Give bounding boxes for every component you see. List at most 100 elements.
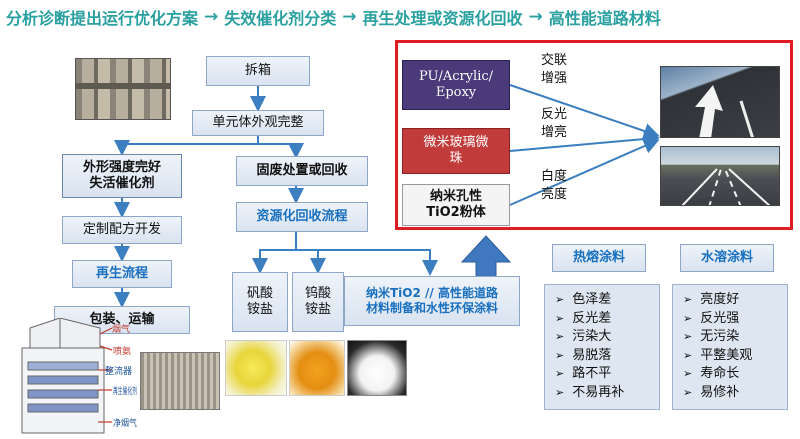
tio2-powder-photo [347, 340, 407, 396]
list-item-text: 色泽差 [572, 292, 612, 307]
title-arrow-icon: → [204, 7, 219, 27]
resource-recovery-label: 资源化回收流程 [256, 208, 348, 224]
regen-process-label: 再生流程 [95, 265, 148, 281]
list-item: ➢易修补 [683, 384, 777, 403]
arrow-tio2-to-road [509, 138, 660, 206]
scr-reactor-diagram: 烟气 喷氨 整流器 再生催化剂 净烟气 [21, 318, 137, 434]
unit-check-label: 单元体外观完整 [212, 114, 304, 130]
custom-formula-box: 定制配方开发 [62, 216, 182, 244]
check-arrow-icon: ➢ [683, 311, 693, 325]
list-item-text: 反光强 [700, 310, 740, 326]
list-item-text: 无污染 [700, 329, 740, 344]
arrow-pu-to-road [509, 84, 660, 139]
list-item: ➢ 亮度好 [683, 291, 777, 310]
intact-line2: 失活催化剂 [89, 176, 155, 191]
check-arrow-icon: ➢ [555, 348, 565, 362]
check-arrow-icon: ➢ [555, 385, 565, 399]
vanadate-line2: 铵盐 [246, 302, 273, 317]
arrow-resource-to-vanadate [252, 232, 297, 274]
tio2-line2: TiO2粉体 [426, 205, 486, 220]
intact-catalyst-box: 外形强度完好 失活催化剂 [62, 154, 182, 198]
check-arrow-icon: ➢ [555, 293, 565, 306]
hot-melt-header: 热熔涂料 [552, 244, 646, 272]
unit-check-box: 单元体外观完整 [192, 110, 324, 136]
vanadate-powder-photo [225, 340, 287, 396]
custom-formula-label: 定制配方开发 [82, 221, 161, 237]
arrow-glass-to-road [509, 131, 660, 152]
title-arrow-icon: → [528, 7, 543, 27]
pack-transport-label: 包装、运输 [89, 311, 155, 327]
vanadate-line1: 矾酸 [246, 285, 273, 301]
arrow-unit-to-intact [114, 134, 259, 156]
label-clean-flue: 净烟气 [113, 417, 137, 429]
check-arrow-icon: ➢ [555, 311, 565, 325]
highway-lanes-icon [681, 168, 771, 205]
tungstate-powder-photo [289, 340, 345, 396]
list-item-text: 寿命长 [700, 366, 740, 381]
list-item: ➢ 无污染 [683, 328, 777, 347]
tungstate-line2: 铵盐 [304, 302, 331, 317]
process-title: 分析诊断提出运行优化方案 → 失效催化剂分类 → 再生处理或资源化回收 → 高性… [6, 4, 798, 30]
ammonium-tungstate-box: 钨酸 铵盐 [292, 272, 344, 332]
nano-tio2-line1: 纳米TiO2 // 高性能道路 [366, 286, 498, 300]
pu-line2: Epoxy [435, 85, 477, 100]
solid-waste-label: 固废处置或回收 [256, 162, 348, 178]
whiteness-line1: 白度 [540, 169, 567, 184]
arrow-resource-to-nanotio2 [318, 249, 438, 276]
list-item-text: 易脱落 [572, 347, 612, 363]
pu-line1: PU/Acrylic/ [418, 68, 494, 84]
title-arrow-icon: → [342, 7, 357, 27]
road-marking-arrow-photo [660, 66, 780, 138]
arrow-unit-to-solidwaste [258, 143, 304, 159]
check-arrow-icon: ➢ [683, 348, 693, 362]
reflect-line2: 增亮 [540, 124, 567, 140]
crosslink-label: 交联 增强 [530, 52, 578, 87]
glass-bead-box: 微米玻璃微 珠 [402, 128, 510, 174]
title-step-analysis: 分析诊断提出运行优化方案 [6, 9, 199, 28]
list-item: ➢ 反光差 [555, 310, 649, 329]
list-item: ➢ 污染大 [555, 328, 649, 347]
check-arrow-icon: ➢ [555, 330, 565, 343]
check-arrow-icon: ➢ [555, 367, 565, 380]
water-based-header: 水溶涂料 [680, 244, 774, 272]
water-based-title: 水溶涂料 [700, 249, 753, 265]
label-regen-catalyst: 再生催化剂 [113, 385, 137, 397]
list-item: ➢ 不易再补 [555, 384, 649, 403]
label-flue-gas: 烟气 [112, 323, 130, 335]
nano-tio2-line2: 材料制备和水性环保涂料 [365, 301, 498, 315]
title-step-road-material: 高性能道路材料 [548, 9, 661, 28]
regen-process-box: 再生流程 [72, 260, 172, 288]
title-step-regenerate: 再生处理或资源化回收 [362, 9, 523, 28]
tio2-line1: 纳米孔性 [429, 188, 482, 204]
whiteness-label: 白度 亮度 [530, 168, 578, 203]
list-item-text: 污染大 [572, 329, 612, 344]
title-step-classify: 失效催化剂分类 [224, 9, 337, 28]
porous-tio2-box: 纳米孔性 TiO2粉体 [402, 184, 510, 226]
road-arrow-icon [695, 85, 754, 137]
disassemble-box: 拆箱 [206, 56, 310, 86]
hot-melt-list: ➢ 色泽差 ➢ 反光差 ➢ 污染大 ➢ 易脱落 ➢路不平 ➢ 不易再补 [544, 284, 660, 410]
list-item: ➢ 平整美观 [683, 347, 777, 366]
reflect-line1: 反光 [540, 107, 567, 122]
check-arrow-icon: ➢ [683, 293, 693, 306]
list-item: ➢ 反光强 [683, 310, 777, 329]
list-item-text: 易修补 [700, 384, 740, 400]
list-item-text: 平整美观 [700, 347, 753, 363]
list-item: ➢路不平 [555, 365, 649, 384]
list-item-text: 反光差 [572, 310, 612, 326]
list-item-text: 不易再补 [572, 384, 625, 400]
list-item: ➢ 色泽差 [555, 291, 649, 310]
reflect-label: 反光 增亮 [530, 106, 578, 141]
disassemble-label: 拆箱 [244, 62, 271, 78]
check-arrow-icon: ➢ [683, 367, 693, 380]
highway-lane-photo [660, 146, 780, 206]
crosslink-line2: 增强 [540, 70, 567, 86]
road-material-frame [395, 40, 793, 230]
hot-melt-title: 热熔涂料 [572, 249, 625, 265]
resource-recovery-box: 资源化回收流程 [236, 202, 368, 232]
crosslink-line1: 交联 [540, 53, 567, 68]
list-item-text: 亮度好 [700, 292, 740, 307]
check-arrow-icon: ➢ [683, 330, 693, 343]
tungstate-line1: 钨酸 [304, 285, 331, 301]
